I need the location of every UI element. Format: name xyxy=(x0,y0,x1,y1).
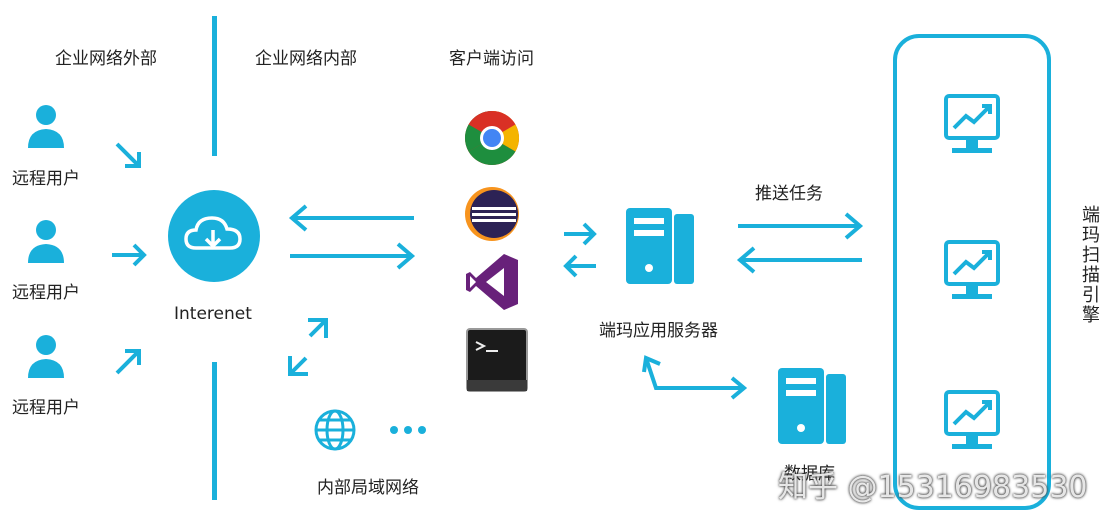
database-label: 数据库 xyxy=(784,464,835,484)
eclipse-icon xyxy=(465,187,519,241)
visual-studio-icon xyxy=(466,254,518,310)
user-icon xyxy=(28,335,64,378)
remote-user-label: 远程用户 xyxy=(12,398,80,418)
section-outside-label: 企业网络外部 xyxy=(55,49,157,69)
app-server-label: 端玛应用服务器 xyxy=(599,321,718,341)
bidirectional-arrow-icon xyxy=(288,204,416,270)
section-client-label: 客户端访问 xyxy=(449,49,534,69)
user-icon xyxy=(28,105,64,148)
monitor-chart-icon xyxy=(944,390,1000,449)
divider-top xyxy=(212,16,217,156)
remote-user-label: 远程用户 xyxy=(12,283,80,303)
terminal-icon xyxy=(466,328,528,392)
remote-user-label: 远程用户 xyxy=(12,169,80,189)
watermark: 知乎 @15316983530 xyxy=(778,470,1088,505)
scan-engine-group xyxy=(893,34,1051,510)
arrow-up-right-icon xyxy=(115,349,141,375)
monitor-chart-icon xyxy=(944,240,1000,299)
globe-icon xyxy=(314,409,356,451)
bidirectional-arrow-icon xyxy=(736,212,864,274)
user-icon xyxy=(28,220,64,263)
section-inside-label: 企业网络内部 xyxy=(255,49,357,69)
diagonal-bidirectional-arrow-icon xyxy=(288,318,328,376)
chrome-icon xyxy=(464,110,520,166)
database-server-icon xyxy=(778,368,846,444)
server-icon xyxy=(626,208,694,284)
divider-bottom xyxy=(212,362,217,500)
cloud-download-icon xyxy=(168,190,260,282)
lan-label: 内部局域网络 xyxy=(317,478,419,498)
arrow-down-right-icon xyxy=(115,142,141,168)
scan-engine-label: 端玛扫描引擎 xyxy=(1079,205,1100,325)
push-task-label: 推送任务 xyxy=(755,184,823,204)
monitor-chart-icon xyxy=(944,94,1000,153)
arrow-right-icon xyxy=(112,243,147,267)
bidirectional-arrow-icon xyxy=(563,222,597,278)
internet-label: Interenet xyxy=(174,304,252,324)
more-dots-icon xyxy=(390,426,426,434)
elbow-bidirectional-arrow-icon xyxy=(642,355,748,400)
